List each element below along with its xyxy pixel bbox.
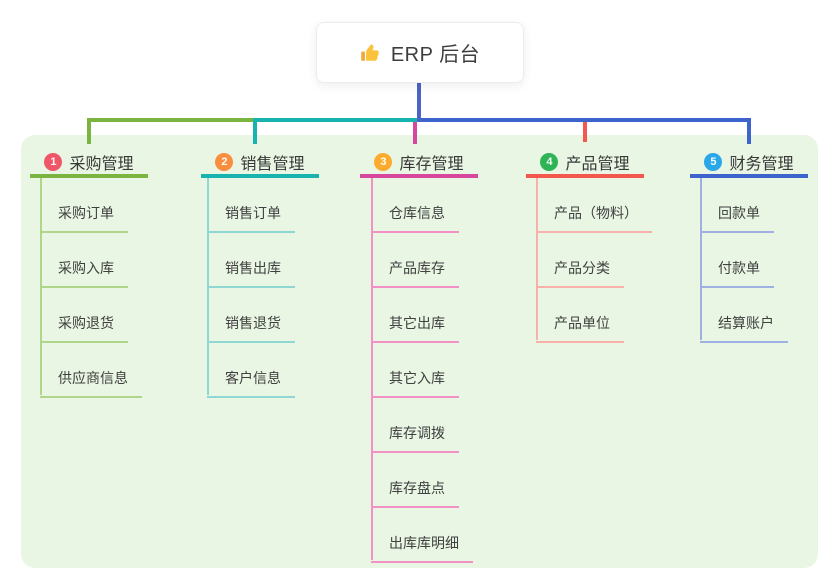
child-node[interactable]: 产品分类 [536, 233, 624, 288]
children-rail [700, 178, 702, 340]
branch-badge: 4 [540, 152, 559, 171]
branch-children-sales: 销售订单 销售出库 销售退货 客户信息 [207, 178, 295, 398]
branch-title-sales[interactable]: 2 销售管理 [201, 149, 319, 178]
branch-label: 产品管理 [565, 155, 630, 173]
branch-children-finance: 回款单 付款单 结算账户 [700, 178, 788, 343]
root-label: ERP 后台 [390, 44, 481, 66]
child-node[interactable]: 出库库明细 [371, 508, 473, 563]
canvas-panel [21, 135, 818, 568]
child-node[interactable]: 其它出库 [371, 288, 459, 343]
root-node-card[interactable]: ERP 后台 [316, 22, 524, 83]
child-node[interactable]: 其它入库 [371, 343, 459, 398]
child-node[interactable]: 客户信息 [207, 343, 295, 398]
child-node[interactable]: 付款单 [700, 233, 774, 288]
connector-drop [87, 118, 91, 144]
children-rail [536, 178, 538, 340]
connector-drop [747, 118, 751, 144]
branch-children-product: 产品（物料） 产品分类 产品单位 [536, 178, 652, 343]
branch-children-inventory: 仓库信息 产品库存 其它出库 其它入库 库存调拨 库存盘点 出库库明细 [371, 178, 473, 563]
children-rail [371, 178, 373, 560]
branch-label: 采购管理 [69, 155, 134, 173]
child-node[interactable]: 产品库存 [371, 233, 459, 288]
child-node[interactable]: 结算账户 [700, 288, 788, 343]
child-node[interactable]: 采购入库 [40, 233, 128, 288]
connector-drop [253, 118, 257, 144]
branch-badge: 3 [374, 152, 393, 171]
branch-title-purchase[interactable]: 1 采购管理 [30, 149, 148, 178]
child-node[interactable]: 采购退货 [40, 288, 128, 343]
child-node[interactable]: 库存调拨 [371, 398, 459, 453]
child-node[interactable]: 回款单 [700, 178, 774, 233]
branch-badge: 1 [44, 152, 63, 171]
branch-badge: 5 [704, 152, 723, 171]
branch-label: 财务管理 [729, 155, 794, 173]
child-node[interactable]: 销售出库 [207, 233, 295, 288]
connector-drop [583, 122, 587, 142]
child-node[interactable]: 销售订单 [207, 178, 295, 233]
child-node[interactable]: 销售退货 [207, 288, 295, 343]
child-node[interactable]: 库存盘点 [371, 453, 459, 508]
child-node[interactable]: 仓库信息 [371, 178, 459, 233]
connector-line [253, 118, 417, 122]
thumbs-up-icon [361, 44, 379, 61]
branch-title-product[interactable]: 4 产品管理 [526, 149, 644, 178]
child-node[interactable]: 产品（物料） [536, 178, 652, 233]
branch-badge: 2 [215, 152, 234, 171]
branch-label: 库存管理 [399, 155, 464, 173]
child-node[interactable]: 采购订单 [40, 178, 128, 233]
branch-label: 销售管理 [240, 155, 305, 173]
child-node[interactable]: 供应商信息 [40, 343, 142, 398]
branch-title-inventory[interactable]: 3 库存管理 [360, 149, 478, 178]
branch-title-finance[interactable]: 5 财务管理 [690, 149, 808, 178]
child-node[interactable]: 产品单位 [536, 288, 624, 343]
branch-children-purchase: 采购订单 采购入库 采购退货 供应商信息 [40, 178, 142, 398]
connector-drop [413, 122, 417, 144]
root-stem-connector [417, 83, 421, 122]
connector-line [421, 118, 751, 122]
